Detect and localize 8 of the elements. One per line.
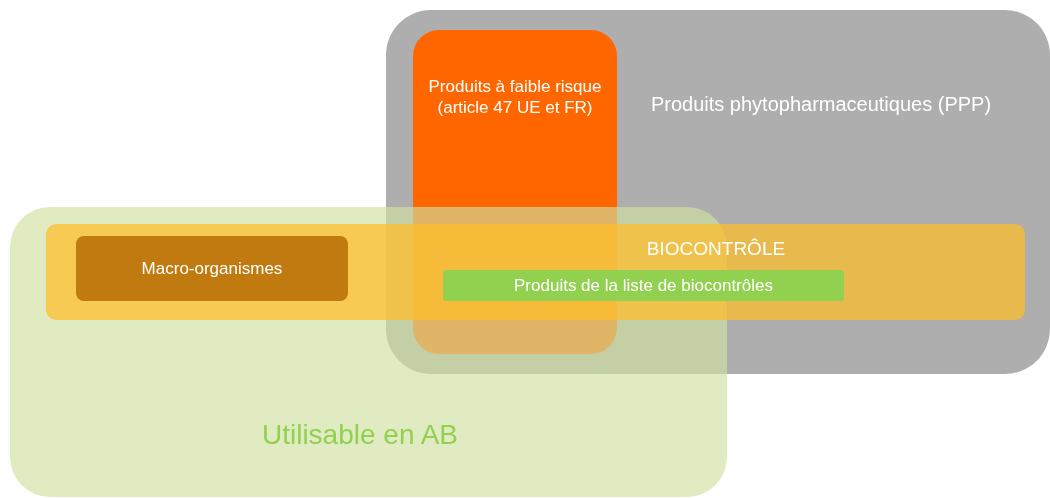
- category-box: [443, 270, 844, 301]
- set-label: Produits phytopharmaceutiques (PPP): [649, 92, 993, 117]
- box-label: Produits de la liste de biocontrôles: [513, 275, 774, 297]
- box-label: Macro-organismes: [140, 258, 284, 280]
- category-box: [76, 236, 348, 301]
- set-label: Produits à faible risque (article 47 UE et FR): [427, 76, 603, 119]
- set-label: Utilisable en AB: [260, 418, 460, 452]
- set-label: BIOCONTRÔLE: [645, 237, 787, 261]
